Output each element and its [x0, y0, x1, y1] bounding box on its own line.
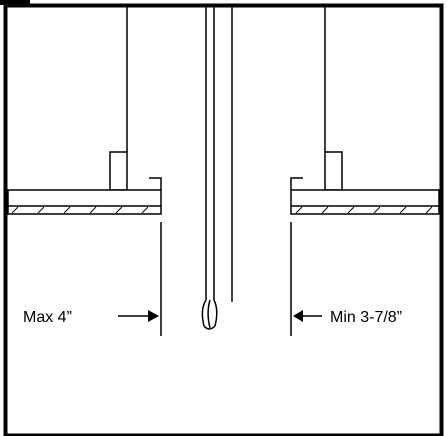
left-corner-mark — [149, 177, 162, 190]
right-bracket-block — [324, 151, 343, 191]
right-shelf — [290, 189, 440, 215]
left-shelf — [7, 189, 162, 215]
right-corner-mark — [290, 177, 303, 190]
corner-tab — [0, 0, 30, 5]
left-bracket-block — [109, 151, 128, 191]
center-cord — [205, 5, 215, 300]
min-dimension-label: Min 3-7/8” — [330, 309, 402, 326]
outer-frame — [3, 3, 444, 436]
max-dimension-label: Max 4” — [23, 309, 72, 326]
left-arrow-icon — [118, 310, 159, 322]
cord-tassel-icon — [201, 299, 218, 330]
right-arrow-icon — [293, 310, 322, 322]
